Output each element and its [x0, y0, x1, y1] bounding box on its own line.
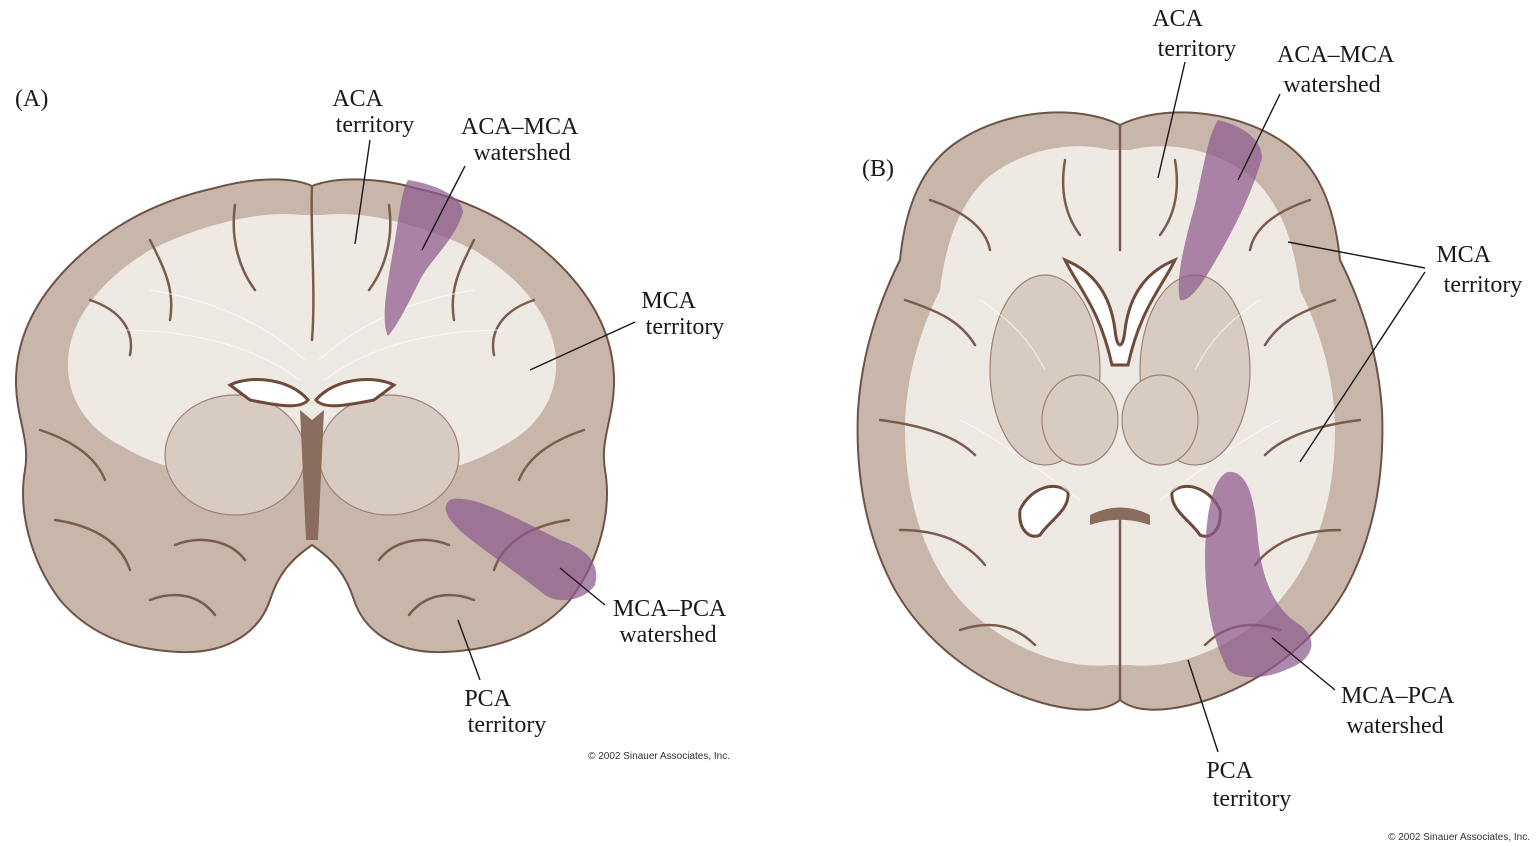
panel-a-aca-territory-label: ACA territory	[332, 86, 414, 138]
panel-a-pca-territory-label: PCA territory	[464, 686, 546, 738]
coronal-basal-ganglia-left	[165, 395, 305, 515]
panel-b-aca-territory-label: ACA territory	[1152, 6, 1236, 62]
coronal-basal-ganglia-right	[319, 395, 459, 515]
panel-a-aca-mca-watershed-label: ACA–MCA watershed	[461, 114, 583, 166]
coronal-section	[16, 179, 614, 652]
axial-thalamus-right	[1122, 375, 1198, 465]
panel-a-mca-territory-label: MCA territory	[641, 288, 724, 340]
panel-a-mca-pca-watershed-label: MCA–PCA watershed	[613, 596, 731, 648]
panel-b-pca-territory-label: PCA territory	[1206, 758, 1291, 812]
axial-thalamus-left	[1042, 375, 1118, 465]
panel-a-tag: (A)	[15, 86, 48, 112]
panel-b-mca-pca-watershed-label: MCA–PCA watershed	[1341, 683, 1459, 739]
panel-b-mca-territory-label: MCA territory	[1436, 242, 1522, 298]
axial-section	[858, 112, 1383, 709]
panel-b-tag: (B)	[862, 156, 894, 182]
panel-b-copyright: © 2002 Sinauer Associates, Inc.	[1388, 832, 1530, 843]
panel-a-copyright: © 2002 Sinauer Associates, Inc.	[588, 751, 730, 762]
panel-b-aca-mca-watershed-label: ACA–MCA watershed	[1277, 42, 1399, 98]
